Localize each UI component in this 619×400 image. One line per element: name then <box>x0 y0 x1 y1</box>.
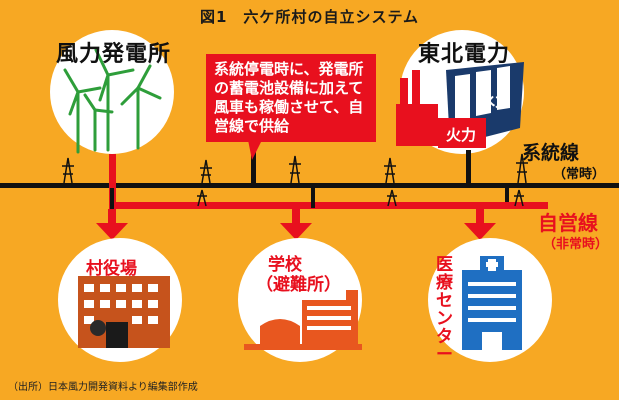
village-office-circle <box>58 238 182 362</box>
arrow-village <box>96 209 128 240</box>
source-note: （出所）日本風力開発資料より編集部作成 <box>8 382 198 393</box>
wind-farm-label: 風力発電所 <box>56 42 172 67</box>
school-sub: （避難所） <box>256 275 341 295</box>
callout-box: 系統停電時に、発電所の蓄電池設備に加えて風車も稼働させて、自営線で供給 <box>206 54 376 142</box>
private-line-sub: （非常時） <box>543 237 609 252</box>
medical-circle <box>428 238 552 362</box>
wind-farm-circle <box>50 30 174 154</box>
hydro-label: 水力 <box>480 92 511 110</box>
private-line <box>110 202 548 209</box>
diagram-title: 図1 六ケ所村の自立システム <box>200 8 419 26</box>
grid-line-sub: （常時） <box>553 167 606 182</box>
tohoku-label: 東北電力 <box>418 42 511 67</box>
tohoku-circle <box>396 30 524 154</box>
school-label: 学校 <box>268 255 302 275</box>
grid-line-label: 系統線 <box>522 142 580 164</box>
village-office-label: 村役場 <box>86 259 137 279</box>
medical-label: 医療センター <box>436 255 453 365</box>
grid-line <box>0 183 619 188</box>
arrow-school <box>280 209 312 240</box>
pylon-icons <box>62 153 528 184</box>
thermal-label: 火力 <box>446 126 477 144</box>
school-circle <box>238 238 362 362</box>
arrow-medical <box>464 209 496 240</box>
private-line-label: 自営線 <box>538 211 598 235</box>
